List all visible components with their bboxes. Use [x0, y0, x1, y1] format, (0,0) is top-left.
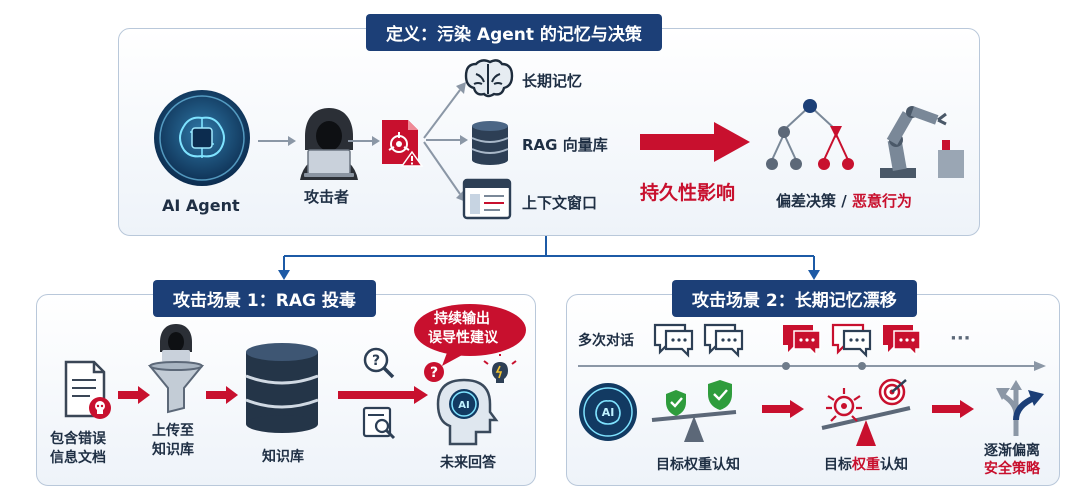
chat-bubble-red-icon: [883, 325, 921, 357]
arrow-agent-attacker-icon: [258, 136, 296, 146]
target-weight-label-2: 目标权重认知: [824, 454, 908, 474]
upload-label-1: 上传至: [152, 423, 194, 439]
target-label-2b: 权重: [852, 457, 880, 473]
impact-label: 持久性影响: [640, 182, 736, 204]
search-question-icon: ?: [363, 347, 395, 379]
kb-label: 知识库: [262, 449, 304, 465]
ellipsis: ···: [950, 328, 971, 349]
chat-bubble-icon: [653, 323, 694, 358]
answer-label: 未来回答: [440, 455, 496, 471]
balanced-scale-icon: [651, 380, 737, 442]
bubble-text-2: 误导性建议: [428, 330, 498, 346]
svg-text:AI: AI: [458, 400, 469, 411]
svg-text:?: ?: [372, 353, 380, 369]
target-long-memory: 长期记忆: [522, 72, 583, 90]
memory-drift-title: 攻击场景 2：长期记忆漂移: [672, 280, 917, 317]
tilted-scale-icon: [821, 378, 911, 446]
ai-agent-label: AI Agent: [162, 196, 240, 215]
upload-label-2: 知识库: [152, 442, 194, 458]
brain-icon: [464, 59, 514, 98]
poisoned-file-icon: [382, 120, 424, 167]
definition-title: 定义：污染 Agent 的记忆与决策: [366, 14, 662, 51]
dialog-label: 多次对话: [578, 333, 634, 349]
target-label-2c: 认知: [880, 457, 908, 473]
chat-bubble-red-icon: [783, 325, 821, 357]
red-arrow-icon: [932, 400, 974, 418]
result-label: 偏差决策 / 恶意行为: [776, 190, 912, 211]
knowledge-base-icon: [245, 343, 319, 433]
drift-label-1: 逐渐偏离: [984, 443, 1040, 459]
drift-label-2: 安全策略: [984, 461, 1040, 477]
impact-arrow-icon: [640, 122, 750, 162]
chat-bubble-icon: [831, 323, 872, 358]
svg-text:?: ?: [430, 365, 438, 381]
red-arrow-icon: [206, 386, 238, 404]
attacker-label: 攻击者: [304, 188, 350, 206]
context-window-icon: [462, 178, 512, 220]
speech-bubble-icon: [414, 304, 526, 366]
ai-head-icon: ? AI: [424, 354, 517, 446]
document-search-icon: [362, 406, 396, 440]
red-arrow-icon: [762, 400, 804, 418]
robot-arm-icon: [880, 106, 964, 178]
doc-label-2: 信息文档: [50, 450, 106, 466]
bubble-text-1: 持续输出: [434, 311, 490, 327]
target-context-window: 上下文窗口: [522, 194, 598, 212]
arrow-attacker-poison-icon: [348, 136, 380, 146]
rag-poisoning-title: 攻击场景 1：RAG 投毒: [153, 280, 376, 317]
svg-text:AI: AI: [602, 406, 615, 419]
hacker-icon: [300, 108, 358, 180]
red-arrow-icon: [338, 386, 428, 404]
decision-tree-icon: [766, 99, 854, 170]
target-weight-label-1: 目标权重认知: [656, 457, 740, 473]
ai-brain-icon: [154, 90, 250, 186]
red-arrow-icon: [118, 386, 150, 404]
target-label-2a: 目标: [824, 457, 852, 473]
diverging-path-icon: [996, 380, 1044, 436]
doc-label-1: 包含错误: [50, 431, 106, 447]
hacker-funnel-icon: [147, 324, 205, 414]
target-rag-db: RAG 向量库: [522, 136, 608, 154]
result-red-text: 恶意行为: [851, 192, 912, 210]
error-document-icon: [64, 360, 111, 419]
ai-brain-small-icon: AI: [579, 383, 637, 441]
result-normal-text: 偏差决策 /: [776, 192, 852, 210]
database-icon: [471, 121, 509, 165]
chat-bubble-icon: [703, 323, 744, 358]
dialog-timeline-icon: [578, 361, 1046, 371]
